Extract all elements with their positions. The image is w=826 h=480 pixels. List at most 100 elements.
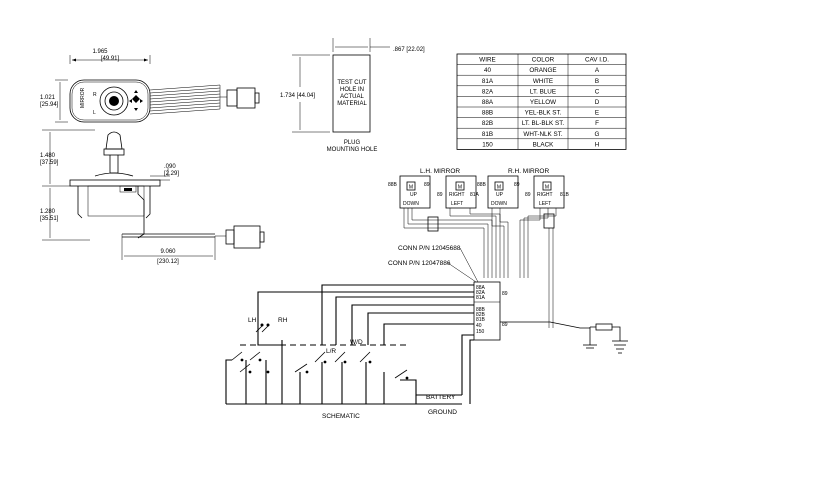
- cutout-text-1: TEST CUT: [337, 80, 367, 86]
- table-cell: C: [595, 88, 600, 95]
- lh-m2: M: [458, 185, 462, 191]
- table-cell: LT. BL-BLK ST.: [522, 120, 564, 127]
- bezel-flange: [69, 179, 161, 187]
- lower-dim: 1.280: [40, 209, 56, 215]
- ribbon-cable: [149, 84, 221, 115]
- direction-icon: [132, 95, 140, 103]
- small-dim-mm: [2.29]: [164, 171, 179, 177]
- pin-88b: 88B: [476, 307, 486, 313]
- table-cell: YEL-BLK ST.: [525, 110, 562, 117]
- table-cell: ORANGE: [529, 67, 556, 74]
- small-dim: .090: [164, 164, 176, 170]
- table-cell: G: [595, 131, 600, 138]
- switch-bezel: [69, 79, 151, 123]
- rh-left: LEFT: [539, 201, 551, 207]
- cutout-text-3: ACTUAL: [340, 94, 364, 100]
- lh-down: DOWN: [403, 201, 419, 207]
- pin-81a: 81A: [476, 295, 486, 301]
- mount-caption-1: PLUG: [344, 140, 361, 146]
- pin-82b: 82B: [476, 312, 486, 318]
- table-header: WIRE: [479, 57, 495, 64]
- table-cell: 88B: [482, 110, 493, 117]
- lever: [105, 131, 123, 150]
- table-frame: [456, 53, 627, 150]
- knob-l: L: [93, 110, 96, 116]
- battery-label: BATTERY: [426, 394, 456, 401]
- plug-connector-side: [215, 225, 265, 249]
- rh-m2: M: [545, 185, 549, 191]
- rh-89b: 89: [525, 192, 531, 198]
- pin-82a: 82A: [476, 290, 486, 296]
- rh-switch-label: RH: [278, 317, 288, 324]
- table-cell: 81B: [482, 131, 493, 138]
- table-header: CAV I.D.: [585, 57, 609, 64]
- schematic-caption: SCHEMATIC: [322, 413, 360, 420]
- length-dim-mm: [230.12]: [157, 259, 179, 265]
- schematic: L.H. MIRROR R.H. MIRROR M M UP DOWN RIGH…: [225, 168, 628, 420]
- cutout-rect: [332, 54, 371, 133]
- ground-label: GROUND: [428, 409, 457, 416]
- width-dim: 1.965: [92, 49, 108, 55]
- lh-inline-plug: [427, 216, 439, 232]
- lh-switch-label: LH: [248, 317, 257, 324]
- cutout-text-2: HOLE IN: [340, 87, 364, 93]
- table-cell: 82A: [482, 88, 494, 95]
- lh-88b: 88B: [388, 182, 398, 188]
- mirror-label: MIRROR: [80, 87, 86, 108]
- rh-89a: 89: [514, 182, 520, 188]
- table-cell: A: [595, 67, 600, 74]
- conn-label-1: CONN P/N 12045688: [398, 245, 461, 252]
- rh-mirror: M M UP DOWN RIGHT LEFT 88B 89 89 81B: [477, 175, 570, 209]
- lh-left: LEFT: [451, 201, 463, 207]
- table-cell: H: [595, 141, 600, 148]
- lower-dim-mm: [35.51]: [40, 216, 59, 222]
- conn-89a: 89: [502, 291, 508, 297]
- top-view: 1.965 [49.91] 1.021 [25.94] MIRROR R L: [40, 49, 260, 123]
- rh-mirror-title: R.H. MIRROR: [508, 168, 549, 175]
- table-cell: E: [595, 110, 599, 117]
- lh-mirror: M M UP DOWN RIGHT LEFT 88B 89 89 81A: [388, 175, 480, 209]
- pin-88a: 88A: [476, 285, 486, 291]
- mounting-hole: .867 [22.02] 1.734 [44.04] TEST CUT HOLE…: [280, 38, 425, 153]
- mirror-cables: [403, 208, 557, 328]
- table-cell: 40: [484, 67, 492, 74]
- upper-dim-mm: [37.59]: [40, 160, 59, 166]
- lh-89b: 89: [437, 192, 443, 198]
- side-view: 1.480 [37.59] 1.280 [35.51] .090 [2.29] …: [40, 129, 265, 265]
- table-cell: LT. BLUE: [530, 88, 556, 95]
- height-dim-mm: [25.94]: [40, 102, 59, 108]
- switch-contacts: [231, 351, 409, 380]
- fuse: [595, 323, 613, 331]
- mount-caption-2: MOUNTING HOLE: [327, 147, 378, 153]
- conn-89b: 89: [502, 322, 508, 328]
- switch-bus: [225, 318, 462, 405]
- table-cell: 81A: [482, 78, 494, 85]
- rh-down: DOWN: [491, 201, 507, 207]
- harness-connector: 88A 82A 81A 88B 82B 81B 40 150 89 89: [473, 281, 508, 341]
- lh-up: UP: [410, 192, 418, 198]
- table-cell: 88A: [482, 99, 494, 106]
- table-cell: YELLOW: [530, 99, 556, 106]
- conn-label-2: CONN P/N 12047886: [388, 260, 451, 267]
- knob-r: R: [93, 92, 97, 98]
- plug-connector-top: [220, 87, 260, 109]
- width-dim-mm: [49.91]: [101, 56, 120, 62]
- lh-mirror-title: L.H. MIRROR: [420, 168, 460, 175]
- mount-height-dim: 1.734 [44.04]: [280, 93, 315, 99]
- table-cell: WHT-NLK ST.: [523, 131, 562, 138]
- table-cell: B: [595, 78, 599, 85]
- length-dim: 9.060: [160, 249, 176, 255]
- rh-m1: M: [497, 185, 501, 191]
- upper-dim: 1.480: [40, 153, 56, 159]
- lh-m1: M: [409, 185, 413, 191]
- table-cell: 82B: [482, 120, 493, 127]
- lr-label: L/R: [326, 348, 336, 355]
- mirror-knob: [99, 86, 129, 116]
- height-dim: 1.021: [40, 95, 56, 101]
- pin-150: 150: [476, 329, 485, 335]
- table-cell: D: [595, 99, 600, 106]
- lh-right: RIGHT: [449, 192, 465, 198]
